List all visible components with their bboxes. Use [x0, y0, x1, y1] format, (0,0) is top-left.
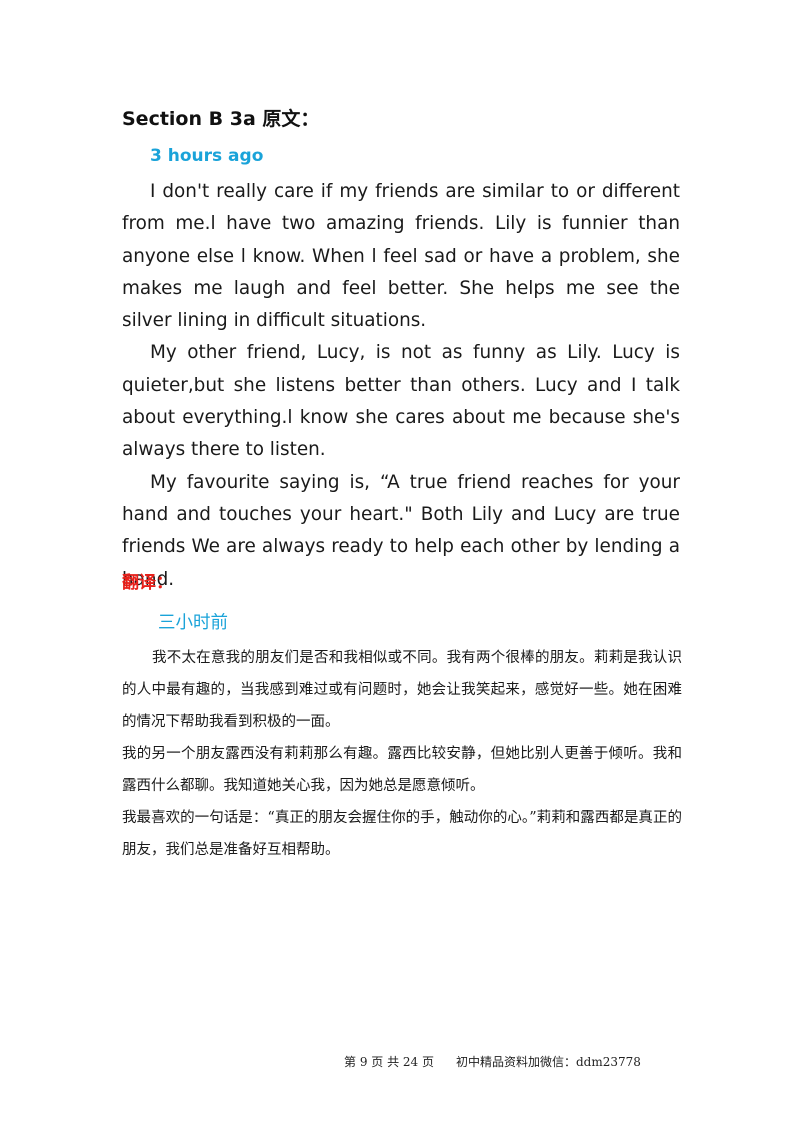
english-paragraph-3: My favourite saying is, “A true friend r… — [122, 471, 680, 590]
page-number: 第 9 页 共 24 页 — [344, 1055, 434, 1069]
section-title: Section B 3a 原文： — [122, 108, 320, 130]
time-label: 3 hours ago — [150, 146, 264, 166]
translation-paragraph-2: 我的另一个朋友露西没有莉莉那么有趣。露西比较安静，但她比别人更善于倾听。我和露西… — [122, 746, 682, 794]
wechat-note: 初中精品资料加微信：ddm23778 — [455, 1055, 641, 1069]
english-paragraph-1: I don't really care if my friends are si… — [122, 181, 680, 332]
english-paragraph-2: My other friend, Lucy, is not as funny a… — [122, 342, 680, 461]
translation-text: 我不太在意我的朋友们是否和我相似或不同。我有两个很棒的朋友。莉莉是我认识的人中最… — [122, 642, 682, 866]
english-text: I don't really care if my friends are si… — [122, 176, 680, 596]
translation-label: 翻译： — [122, 573, 173, 593]
page-footer: 第 9 页 共 24 页 初中精品资料加微信：ddm23778 — [344, 1053, 641, 1070]
translation-time-label: 三小时前 — [158, 613, 228, 633]
translation-paragraph-1: 我不太在意我的朋友们是否和我相似或不同。我有两个很棒的朋友。莉莉是我认识的人中最… — [122, 650, 682, 730]
translation-paragraph-3: 我最喜欢的一句话是：“真正的朋友会握住你的手，触动你的心。”莉莉和露西都是真正的… — [122, 810, 682, 858]
